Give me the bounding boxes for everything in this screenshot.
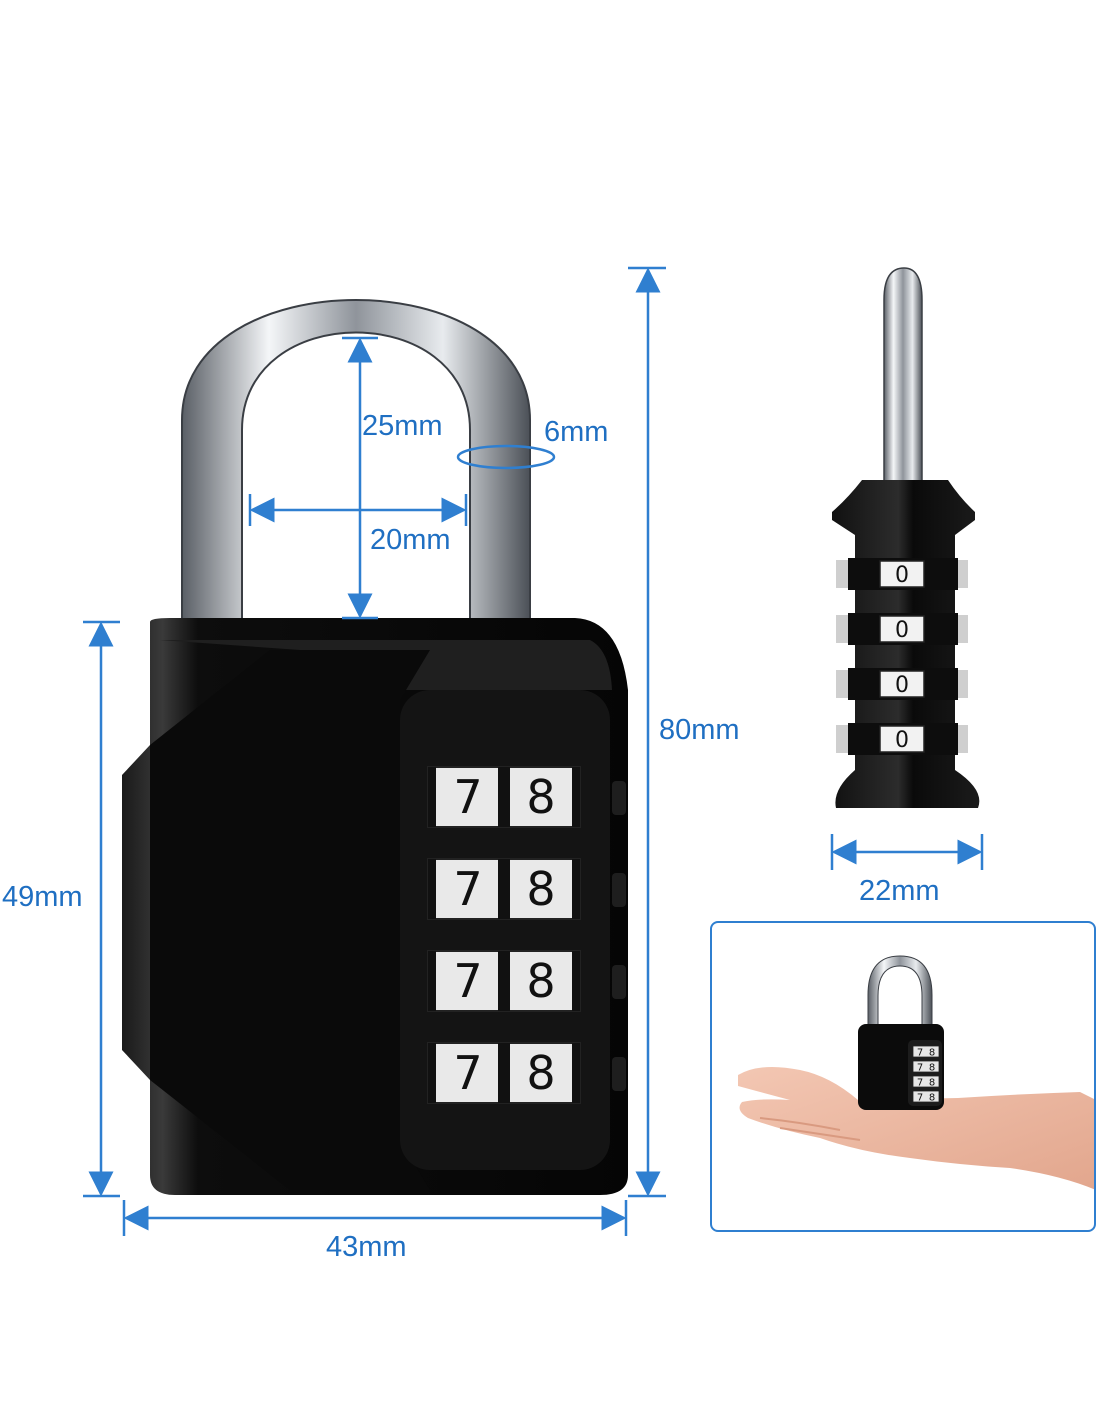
mini-digit-right: 8 — [929, 1078, 935, 1089]
mini-wheel-window — [912, 1060, 940, 1073]
wheel-side-notch — [612, 1057, 626, 1091]
wheel-edge — [572, 859, 580, 919]
inset-photo-frame — [710, 921, 1096, 1232]
wheel-digit-right: 8 — [526, 770, 555, 824]
wheel-digit-left: 7 — [453, 954, 482, 1008]
wheel-digit-right: 8 — [526, 954, 555, 1008]
side-dial-wheel[interactable]: 0 — [836, 668, 968, 700]
dimension-lines — [83, 266, 984, 1236]
wheel-digit-left: 7 — [453, 1046, 482, 1100]
label-shackle-width: 20mm — [370, 524, 451, 556]
label-body-thickness: 22mm — [859, 875, 940, 907]
wheel-digit-right: 8 — [526, 1046, 555, 1100]
mini-digit-left: 7 — [917, 1048, 923, 1059]
side-wheel-digit: 0 — [895, 563, 909, 588]
side-wheel-window — [879, 560, 925, 588]
label-shackle-height: 25mm — [362, 410, 443, 442]
wheel-edge — [428, 1043, 436, 1103]
face-panel — [150, 650, 430, 1190]
mini-digit-left: 7 — [917, 1063, 923, 1074]
mini-wheel-window — [912, 1090, 940, 1103]
mini-digit-right: 8 — [929, 1063, 935, 1074]
side-dial-wheel[interactable]: 0 — [836, 613, 968, 645]
wheel-side-notch — [612, 965, 626, 999]
side-wheel-window — [879, 725, 925, 753]
wheel-edge — [428, 951, 436, 1011]
wheel-digit-right: 8 — [526, 862, 555, 916]
label-body-height: 49mm — [2, 881, 83, 913]
label-shackle-diameter: 6mm — [544, 416, 609, 448]
mini-wheel-window — [912, 1075, 940, 1088]
side-dial-wheel[interactable]: 0 — [836, 723, 968, 755]
label-body-width: 43mm — [326, 1231, 407, 1263]
side-wheel-digit: 0 — [895, 618, 909, 643]
dim-shackle-diameter — [456, 444, 556, 470]
label-total-height: 80mm — [659, 714, 740, 746]
side-wheel-digit: 0 — [895, 673, 909, 698]
wheel-side-notch — [612, 781, 626, 815]
wheel-side-notch — [612, 873, 626, 907]
side-view-padlock: 0 0 0 0 — [832, 267, 980, 808]
mini-digit-right: 8 — [929, 1048, 935, 1059]
side-wheel-digit: 0 — [895, 728, 909, 753]
wheel-digit-left: 7 — [453, 862, 482, 916]
mini-wheel-window — [912, 1045, 940, 1058]
wheel-edge — [428, 859, 436, 919]
hand-fingers — [759, 1117, 861, 1141]
wheel-divider — [498, 767, 510, 827]
wheel-divider — [498, 951, 510, 1011]
wheel-divider — [498, 859, 510, 919]
mini-digit-left: 7 — [917, 1093, 923, 1104]
shackle — [181, 299, 531, 631]
mini-digit-right: 8 — [929, 1093, 935, 1104]
mini-digit-left: 7 — [917, 1078, 923, 1089]
hand — [738, 1066, 1096, 1190]
wheel-edge — [428, 767, 436, 827]
side-shackle — [883, 267, 923, 501]
wheel-divider — [498, 1043, 510, 1103]
wheel-edge — [572, 767, 580, 827]
side-dial-wheel[interactable]: 0 — [836, 558, 968, 590]
side-wheel-window — [879, 615, 925, 643]
wheel-digit-left: 7 — [453, 770, 482, 824]
wheel-edge — [572, 951, 580, 1011]
side-wheel-window — [879, 670, 925, 698]
wheel-edge — [572, 1043, 580, 1103]
side-dial-wheels: 0 0 0 0 — [836, 558, 968, 755]
